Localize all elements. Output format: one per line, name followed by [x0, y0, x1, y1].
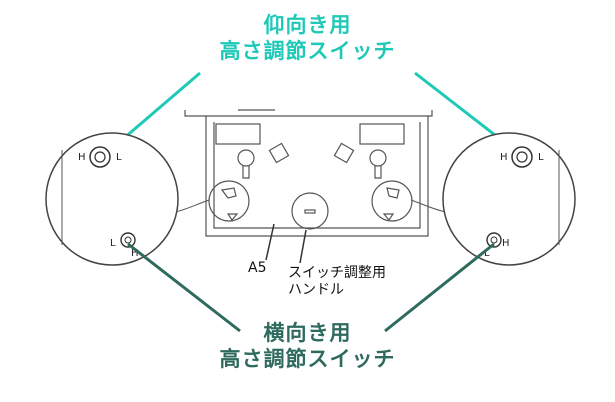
handle-label-line2: ハンドル: [288, 282, 344, 298]
right-upward-switch-icon: [511, 146, 533, 168]
sideways-leader-left: [127, 242, 241, 333]
model-label: A5: [248, 260, 267, 276]
sideways-switch-heading-line2: 高さ調節スイッチ: [219, 347, 396, 371]
handle-label-line1: スイッチ調整用: [288, 265, 386, 281]
right-top-low-letter: L: [538, 152, 544, 163]
right-top-high-letter: H: [500, 152, 508, 163]
handle-pointer: [299, 229, 307, 264]
sideways-leader-right: [384, 242, 495, 333]
left-bottom-low-letter: L: [110, 238, 116, 249]
left-bottom-high-letter: H: [131, 248, 139, 259]
upward-switch-heading-line2: 高さ調節スイッチ: [219, 39, 396, 63]
left-top-high-letter: H: [78, 152, 86, 163]
upward-switch-heading: 仰向き用 高さ調節スイッチ: [0, 12, 615, 64]
left-sideways-switch-icon: [120, 232, 136, 248]
sideways-switch-heading: 横向き用 高さ調節スイッチ: [0, 320, 615, 372]
right-magnifier: [442, 132, 576, 266]
left-magnifier: [45, 132, 179, 266]
sideways-switch-heading-line1: 横向き用: [263, 321, 352, 345]
handle-label: スイッチ調整用 ハンドル: [288, 265, 386, 299]
upward-switch-heading-line1: 仰向き用: [263, 13, 352, 37]
right-bottom-high-letter: H: [502, 238, 510, 249]
right-sideways-switch-icon: [486, 232, 502, 248]
left-top-low-letter: L: [116, 152, 122, 163]
base-plate: [184, 109, 433, 237]
model-pointer: [265, 223, 275, 261]
left-upward-switch-icon: [89, 146, 111, 168]
right-bottom-low-letter: L: [484, 248, 490, 259]
